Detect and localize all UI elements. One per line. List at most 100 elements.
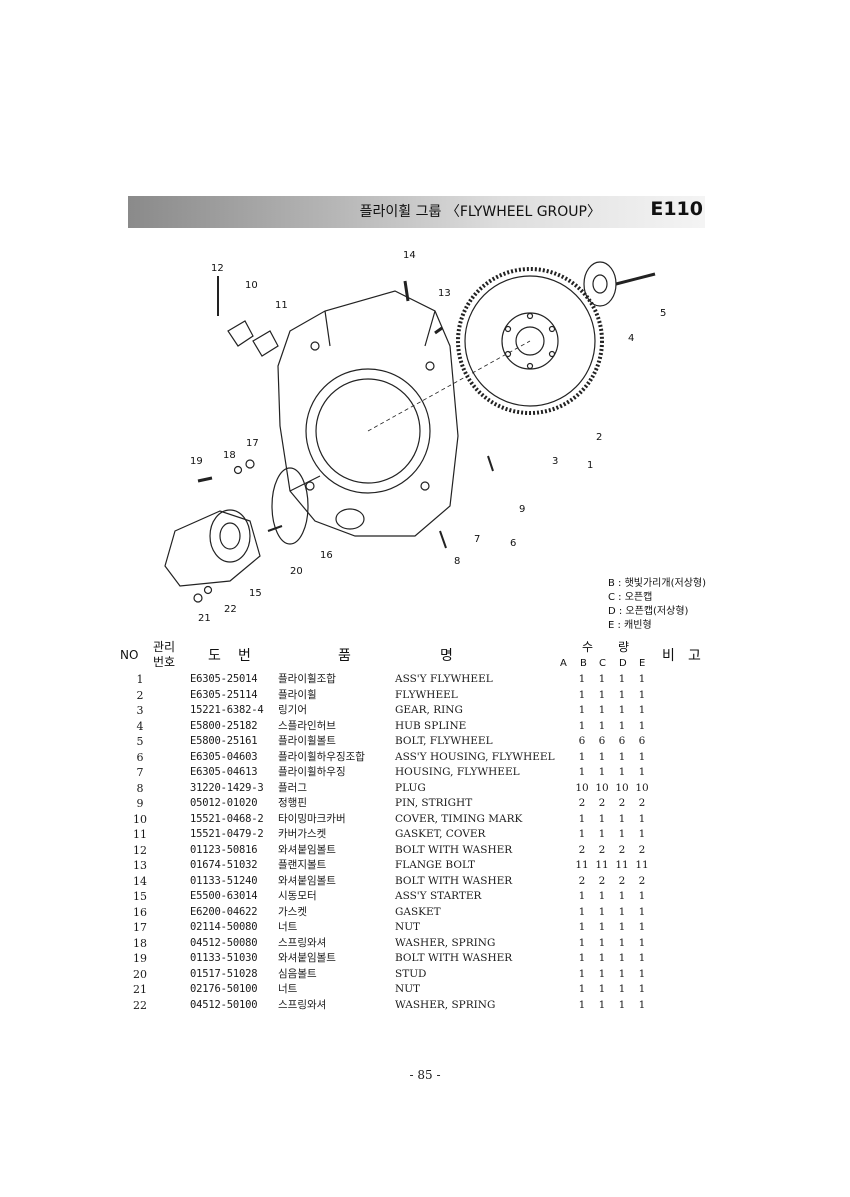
row-number: 13 xyxy=(133,859,147,872)
part-name-english: FLYWHEEL xyxy=(395,688,458,701)
quantity-cell: 1 xyxy=(638,983,646,995)
quantity-cell: 6 xyxy=(578,735,586,747)
flywheel-disk xyxy=(464,275,596,407)
quantity-cell: 1 xyxy=(618,936,626,949)
quantity-cell: 6 xyxy=(618,735,626,747)
part-number: E6305-25014 xyxy=(190,673,258,685)
part-number: 01133-51030 xyxy=(190,952,258,964)
part-name-english: WASHER, SPRING xyxy=(395,998,496,1011)
parts-table-header: NO 관리 번호 도 번 품 명 수 량 A B C D E 비 고 xyxy=(110,636,710,676)
flywheel-housing-outline xyxy=(277,290,459,537)
part-name-korean: 플러그 xyxy=(278,781,307,794)
callout-6: 6 xyxy=(510,538,516,549)
callout-1: 1 xyxy=(587,460,593,471)
part-name-korean: 와셔붙임볼트 xyxy=(278,952,336,964)
part-number: 15521-0479-2 xyxy=(190,828,264,840)
part-number: 01123-50816 xyxy=(190,843,258,856)
quantity-cell: 11 xyxy=(595,859,609,871)
part-name-english: NUT xyxy=(395,921,421,933)
row-number: 19 xyxy=(133,952,147,965)
part-name-english: BOLT, FLYWHEEL xyxy=(395,735,493,747)
cover-gasket xyxy=(252,330,279,357)
quantity-cell: 1 xyxy=(598,936,606,949)
row-number: 8 xyxy=(136,781,144,795)
callout-2: 2 xyxy=(596,432,602,443)
quantity-cell: 11 xyxy=(615,859,629,871)
callout-10: 10 xyxy=(245,280,258,291)
quantity-cell: 6 xyxy=(638,735,646,747)
part-name-english: BOLT WITH WASHER xyxy=(395,843,513,856)
header-name-1: 품 xyxy=(338,648,351,664)
quantity-cell: 1 xyxy=(598,688,606,701)
callout-8: 8 xyxy=(454,556,460,567)
part-name-korean: 너트 xyxy=(278,983,298,995)
header-col-b: B xyxy=(580,658,587,669)
header-col-c: C xyxy=(599,658,606,669)
header-mgmt-2: 번호 xyxy=(153,655,176,669)
part-number: 15521-0468-2 xyxy=(190,812,264,825)
quantity-cell: 1 xyxy=(598,750,606,763)
quantity-cell: 1 xyxy=(638,828,646,840)
part-name-english: BOLT WITH WASHER xyxy=(395,874,513,887)
model-legend: B : 햇빛가리개(저상형) C : 오픈캡 D : 오픈캡(저상형) E : … xyxy=(608,577,706,633)
quantity-cell: 1 xyxy=(578,812,586,825)
quantity-cell: 2 xyxy=(578,797,586,809)
quantity-cell: 1 xyxy=(578,936,586,949)
quantity-cell: 1 xyxy=(638,936,646,949)
part-name-korean: 가스켓 xyxy=(278,905,307,918)
row-number: 22 xyxy=(133,998,147,1012)
callout-13: 13 xyxy=(438,288,451,299)
header-name-2: 명 xyxy=(440,648,453,664)
callout-12: 12 xyxy=(211,263,224,274)
quantity-cell: 1 xyxy=(598,673,606,685)
row-number: 20 xyxy=(133,967,147,981)
header-remarks-1: 비 xyxy=(662,648,675,664)
quantity-cell: 1 xyxy=(598,719,606,732)
quantity-cell: 1 xyxy=(598,766,606,778)
quantity-cell: 1 xyxy=(618,998,626,1011)
timing-cover xyxy=(227,320,254,347)
section-banner: 플라이휠 그룹 〈FLYWHEEL GROUP〉 E110 xyxy=(128,196,705,228)
quantity-cell: 1 xyxy=(578,921,586,933)
part-name-english: FLANGE BOLT xyxy=(395,859,476,871)
part-name-korean: 플라이휠하우징조합 xyxy=(278,750,365,763)
part-name-english: HOUSING, FLYWHEEL xyxy=(395,766,520,778)
part-name-korean: 플라이휠하우징 xyxy=(278,766,346,778)
row-number: 12 xyxy=(133,843,147,857)
part-number: 04512-50100 xyxy=(190,998,258,1011)
quantity-cell: 1 xyxy=(638,750,646,763)
starter-gasket xyxy=(271,467,309,545)
housing-bore xyxy=(305,368,431,494)
part-number: 01674-51032 xyxy=(190,859,258,871)
quantity-cell: 1 xyxy=(578,673,586,685)
part-number: 05012-01020 xyxy=(190,797,258,809)
part-name-korean: 링기어 xyxy=(278,704,307,716)
quantity-cell: 1 xyxy=(598,967,606,980)
quantity-cell: 2 xyxy=(618,843,626,856)
quantity-cell: 1 xyxy=(578,890,586,902)
part-name-english: PLUG xyxy=(395,781,426,794)
quantity-cell: 1 xyxy=(618,890,626,902)
part-number: 02176-50100 xyxy=(190,983,258,995)
legend-item: D : 오픈캡(저상형) xyxy=(608,606,689,617)
quantity-cell: 1 xyxy=(618,905,626,918)
legend-item: E : 캐빈형 xyxy=(608,620,652,631)
row-number: 1 xyxy=(136,673,144,686)
quantity-cell: 1 xyxy=(618,673,626,685)
row-number: 10 xyxy=(133,812,147,826)
quantity-cell: 1 xyxy=(638,688,646,701)
quantity-cell: 2 xyxy=(598,874,606,887)
quantity-cell: 1 xyxy=(598,921,606,933)
quantity-cell: 1 xyxy=(638,812,646,825)
quantity-cell: 1 xyxy=(638,673,646,685)
quantity-cell: 1 xyxy=(598,828,606,840)
part-name-english: COVER, TIMING MARK xyxy=(395,812,523,825)
header-col-a: A xyxy=(560,658,567,669)
